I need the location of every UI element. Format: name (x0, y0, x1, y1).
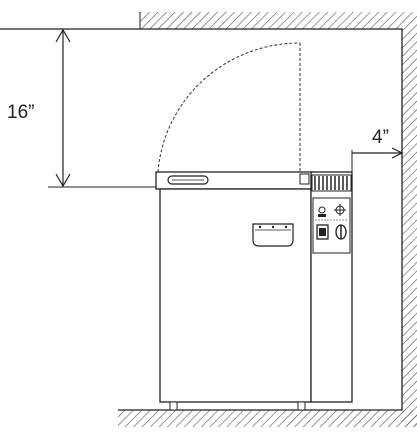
lid-clearance-dimension: 16” (7, 28, 158, 188)
power-switch-icon (316, 224, 329, 240)
lid-swing-arc (157, 42, 301, 173)
side-clearance-dimension: 4” (351, 127, 404, 172)
arrow-right (391, 147, 404, 159)
handle-screw-right (284, 225, 288, 229)
vent-slats (314, 176, 348, 190)
lid-swing (157, 42, 301, 173)
control-housing (310, 171, 353, 403)
freezer-lid (155, 171, 313, 190)
arrow-up (55, 28, 71, 43)
wall-structure (0, 12, 417, 427)
front-handle-body (252, 223, 294, 247)
thermostat-dial-icon (334, 204, 346, 216)
foot-left (169, 401, 178, 411)
ceiling-line (0, 28, 403, 411)
front-handle-icon (252, 223, 294, 247)
handle-screw-mid (271, 225, 275, 229)
lid-clearance-label: 16” (7, 102, 34, 123)
side-wall-hatch (402, 29, 417, 427)
floor-hatch (118, 410, 417, 427)
foot-right (297, 401, 306, 411)
ceiling-hatch (140, 12, 417, 29)
freezer-cabinet (159, 188, 312, 411)
lid-hinge-icon (299, 173, 310, 185)
control-knob-icon (335, 224, 347, 240)
indicator-light-icon (318, 206, 326, 217)
arrow-down (55, 173, 71, 188)
cabinet-body (159, 188, 312, 403)
handle-screw-left (258, 225, 262, 229)
side-clearance-label: 4” (372, 127, 389, 148)
